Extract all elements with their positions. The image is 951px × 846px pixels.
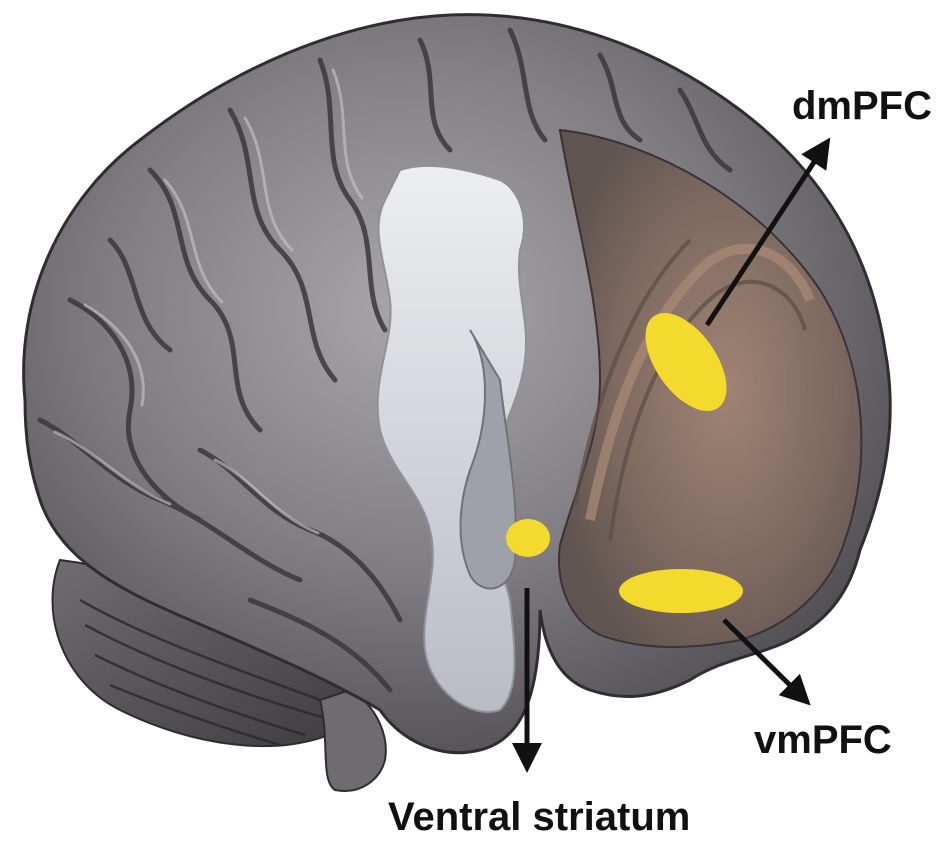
ventral-striatum-label: Ventral striatum	[388, 795, 690, 840]
dmpfc-label: dmPFC	[792, 84, 932, 129]
ventral-striatum-highlight	[506, 519, 550, 557]
vmpfc-highlight	[619, 569, 743, 613]
vmpfc-label: vmPFC	[754, 718, 892, 763]
